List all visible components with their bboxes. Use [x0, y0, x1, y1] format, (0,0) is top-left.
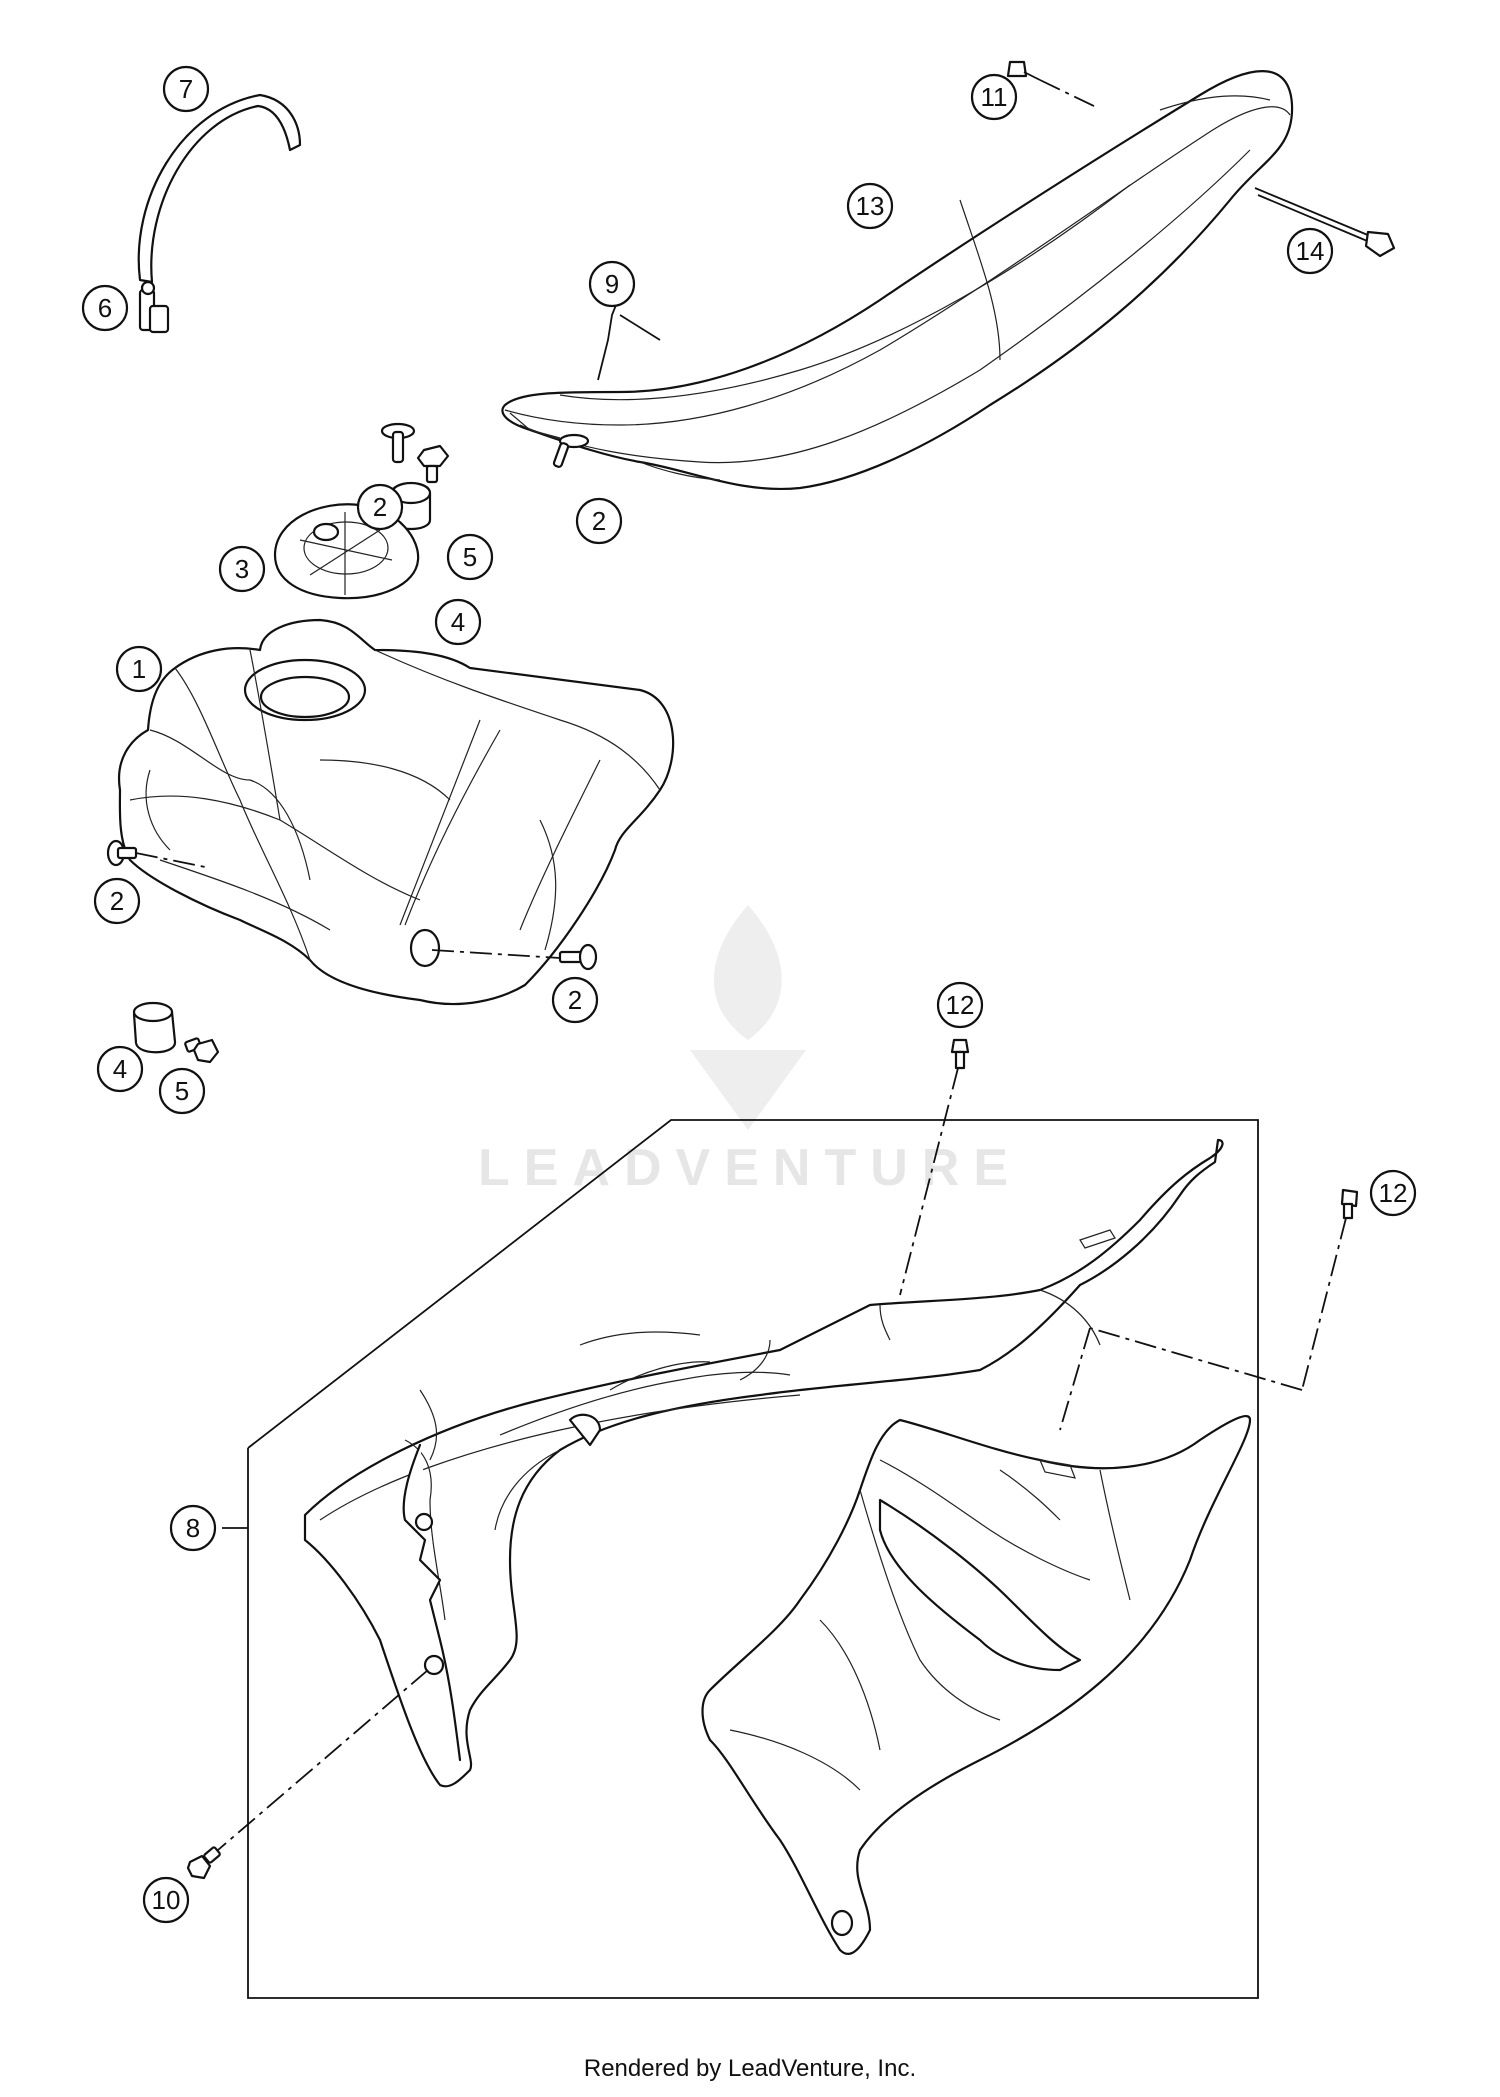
callout-6[interactable]: 6: [81, 284, 129, 332]
callout-11[interactable]: 11: [970, 73, 1018, 121]
callout-12-center[interactable]: 12: [936, 981, 984, 1029]
callout-2-top[interactable]: 2: [356, 483, 404, 531]
svg-text:10: 10: [152, 1885, 181, 1915]
kit-bracket: [222, 1119, 1259, 1999]
svg-text:4: 4: [451, 607, 465, 637]
svg-text:6: 6: [98, 293, 112, 323]
callout-5-bottom[interactable]: 5: [158, 1067, 206, 1115]
callout-1[interactable]: 1: [115, 645, 163, 693]
svg-text:8: 8: [186, 1513, 200, 1543]
callout-2-right[interactable]: 2: [575, 497, 623, 545]
tank-screw-bottom: [431, 943, 598, 971]
svg-text:9: 9: [605, 269, 619, 299]
svg-text:7: 7: [179, 74, 193, 104]
tank-screw-top: [380, 422, 416, 464]
watermark-v-icon: [690, 1050, 806, 1130]
fuel-tank: [117, 618, 675, 1006]
callout-4-top[interactable]: 4: [434, 598, 482, 646]
shroud-screw-right: [1059, 1188, 1359, 1431]
shroud-screw-lower: [186, 1669, 429, 1880]
svg-text:14: 14: [1296, 236, 1325, 266]
hose-clamp: [138, 280, 170, 334]
callout-13[interactable]: 13: [846, 182, 894, 230]
tank-nut-top: [416, 444, 450, 484]
leadventure-watermark: LEADVENTURE: [478, 905, 1022, 1197]
tank-screw-right: [552, 433, 590, 468]
vent-hose: [137, 93, 302, 284]
shroud-screw-center: [899, 1038, 970, 1296]
svg-text:5: 5: [175, 1076, 189, 1106]
svg-text:2: 2: [110, 886, 124, 916]
svg-text:12: 12: [946, 990, 975, 1020]
seat: [501, 70, 1294, 490]
tank-nut-bottom: [184, 1037, 220, 1064]
callout-2-left[interactable]: 2: [93, 877, 141, 925]
seat-screw: [1006, 60, 1099, 109]
callout-8[interactable]: 8: [169, 1504, 217, 1552]
callout-14[interactable]: 14: [1286, 227, 1334, 275]
watermark-text: LEADVENTURE: [478, 1139, 1022, 1197]
left-radiator-shroud: [303, 1138, 1224, 1788]
watermark-flame-icon: [713, 905, 782, 1040]
svg-text:2: 2: [592, 506, 606, 536]
callout-5-top[interactable]: 5: [446, 533, 494, 581]
svg-text:13: 13: [856, 191, 885, 221]
leader-lines: [597, 294, 661, 381]
svg-text:12: 12: [1379, 1178, 1408, 1208]
svg-text:4: 4: [113, 1054, 127, 1084]
footer-credit: Rendered by LeadVenture, Inc.: [583, 2055, 917, 2082]
callout-4-bottom[interactable]: 4: [96, 1045, 144, 1093]
callout-9[interactable]: 9: [588, 260, 636, 308]
svg-text:1: 1: [132, 654, 146, 684]
callout-12-right[interactable]: 12: [1369, 1169, 1417, 1217]
right-radiator-shroud: [701, 1415, 1252, 1955]
svg-text:2: 2: [568, 985, 582, 1015]
tank-screw-left: [106, 839, 211, 869]
seat-bolt-long: [1254, 187, 1396, 258]
callout-2-bottom[interactable]: 2: [551, 976, 599, 1024]
svg-text:11: 11: [981, 82, 1008, 112]
callout-3[interactable]: 3: [218, 545, 266, 593]
callout-10[interactable]: 10: [142, 1876, 190, 1924]
callout-7[interactable]: 7: [162, 65, 210, 113]
svg-text:2: 2: [373, 492, 387, 522]
svg-text:5: 5: [463, 542, 477, 572]
rubber-bushing-bottom: [132, 1001, 177, 1054]
svg-text:3: 3: [235, 554, 249, 584]
